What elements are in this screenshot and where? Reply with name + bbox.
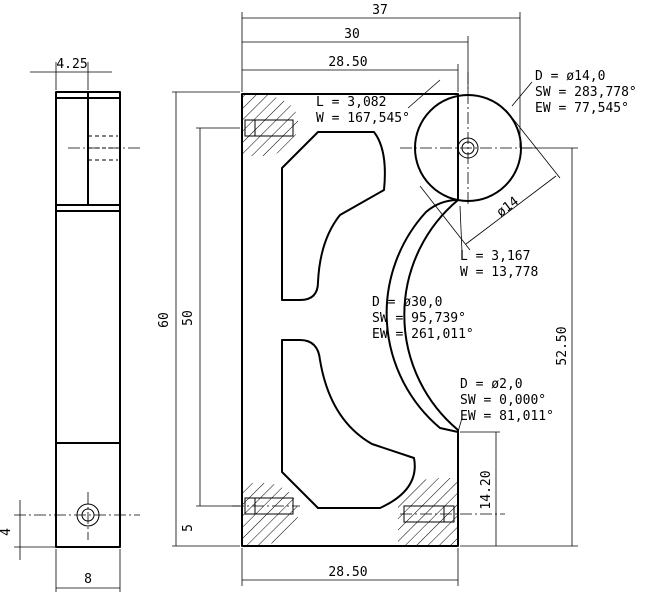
dim-label-8: 8: [84, 572, 92, 587]
dim-label-4: 4: [0, 528, 14, 536]
dimension-line: [465, 175, 557, 245]
dim-label-60: 60: [157, 312, 172, 328]
dim-label-14-20: 14.20: [479, 470, 494, 509]
arc-small-start: SW = 283,778°: [535, 85, 637, 100]
arc-tiny-diameter: D = ø2,0: [460, 377, 523, 392]
section-hatch-top-left: [242, 94, 299, 156]
leader-line: [511, 81, 533, 107]
dim-label-30: 30: [344, 27, 360, 42]
thread-hole-top-left: [244, 119, 294, 137]
arc-tiny-end: EW = 81,011°: [460, 409, 554, 424]
leader-line: [407, 79, 441, 109]
arc-small-end: EW = 77,545°: [535, 101, 629, 116]
section-hatch-bottom-right: [398, 478, 457, 546]
dim-label-37: 37: [372, 3, 388, 18]
dim-label-5: 5: [181, 524, 196, 532]
front-view: [232, 72, 540, 547]
dim-label-diam-14: ø14: [494, 194, 522, 220]
side-hole-inner: [81, 508, 95, 522]
dim-label-28-50-top: 28.50: [328, 55, 367, 70]
arc-large-diameter: D = ø30,0: [372, 295, 442, 310]
dim-label-52-50: 52.50: [555, 326, 570, 365]
dim-label-28-50-bottom: 28.50: [328, 565, 367, 580]
arc-large-end: EW = 261,011°: [372, 327, 474, 342]
annotations: L = 3,082 W = 167,545° D = ø14,0 SW = 28…: [316, 69, 637, 433]
side-hole-outer: [76, 503, 100, 527]
line2-width: W = 13,778: [460, 265, 538, 280]
leader-line: [457, 417, 463, 433]
line2-length: L = 3,167: [460, 249, 530, 264]
arc-tiny-start: SW = 0,000°: [460, 393, 546, 408]
arc-small-diameter: D = ø14,0: [535, 69, 605, 84]
part-outline: [241, 93, 459, 547]
dim-label-50: 50: [181, 310, 196, 326]
front-dimensions: 37 30 28.50 28.50 60 50 5 52.50: [157, 3, 578, 586]
large-arc: [385, 199, 459, 433]
leader-line: [459, 205, 463, 253]
side-view: 4.25 4 8: [0, 57, 140, 592]
line1-length: L = 3,082: [316, 95, 386, 110]
line1-width: W = 167,545°: [316, 111, 410, 126]
extension-line: [505, 109, 561, 179]
upper-pocket: [281, 131, 386, 301]
dim-label-4-25: 4.25: [56, 57, 87, 72]
lower-pocket: [281, 339, 416, 509]
arc-large-start: SW = 95,739°: [372, 311, 466, 326]
